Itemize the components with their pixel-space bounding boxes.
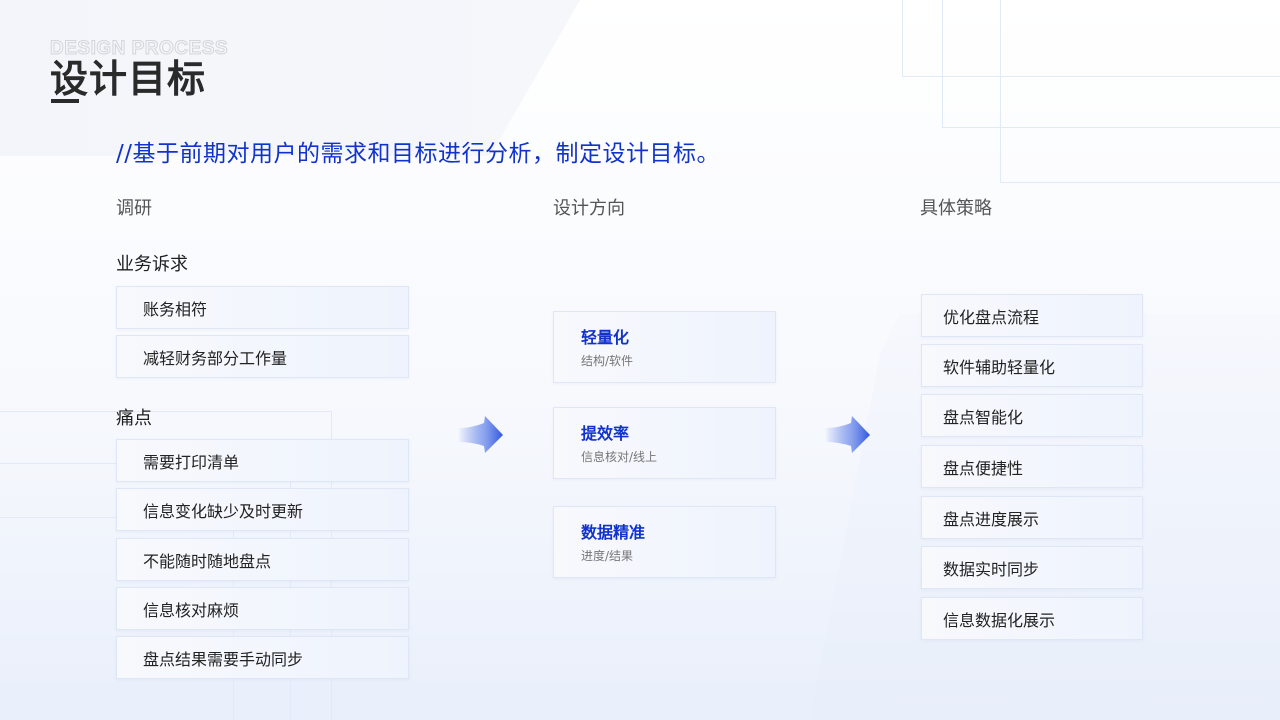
- strategy-card: 盘点进度展示: [921, 496, 1143, 539]
- pain-point-card: 不能随时随地盘点: [116, 538, 409, 581]
- strategy-label: 数据实时同步: [943, 559, 1040, 579]
- direction-title: 提效率: [581, 424, 630, 443]
- subtitle: //基于前期对用户的需求和目标进行分析，制定设计目标。: [116, 141, 720, 167]
- research-card: 账务相符: [116, 286, 409, 329]
- direction-card-efficiency: 提效率 信息核对/线上: [553, 407, 776, 479]
- direction-desc: 信息核对/线上: [581, 450, 658, 464]
- strategy-card: 盘点智能化: [921, 394, 1143, 437]
- pain-point-card: 信息核对麻烦: [116, 587, 409, 630]
- decorative-frame: [942, 0, 1280, 128]
- arrow-right-icon: [825, 416, 870, 453]
- decorative-frame: [1000, 0, 1280, 183]
- pain-point-label: 信息核对麻烦: [143, 600, 240, 620]
- strategy-label: 盘点进度展示: [943, 509, 1040, 529]
- strategy-label: 优化盘点流程: [943, 307, 1040, 327]
- strategy-card: 信息数据化展示: [921, 597, 1143, 640]
- direction-desc: 进度/结果: [581, 549, 634, 563]
- pain-point-card: 盘点结果需要手动同步: [116, 636, 409, 679]
- direction-card-lightweight: 轻量化 结构/软件: [553, 311, 776, 383]
- direction-title: 轻量化: [581, 328, 630, 347]
- pain-point-label: 需要打印清单: [143, 452, 240, 472]
- page-title: 设计目标: [50, 57, 207, 101]
- background-shape-top-left: [0, 0, 580, 156]
- pain-point-label: 不能随时随地盘点: [143, 551, 272, 571]
- strategy-card: 软件辅助轻量化: [921, 344, 1143, 387]
- strategy-label: 软件辅助轻量化: [943, 357, 1056, 377]
- strategy-card: 优化盘点流程: [921, 294, 1143, 337]
- column-heading-direction: 设计方向: [553, 198, 625, 219]
- direction-title: 数据精准: [581, 523, 646, 542]
- title-underline: [51, 99, 79, 103]
- column-heading-strategy: 具体策略: [920, 198, 992, 219]
- strategy-label: 信息数据化展示: [943, 610, 1056, 630]
- research-card-label: 减轻财务部分工作量: [143, 348, 288, 368]
- group-label-business-needs: 业务诉求: [116, 254, 188, 275]
- decorative-line: [0, 411, 331, 412]
- research-card: 减轻财务部分工作量: [116, 335, 409, 378]
- pain-point-label: 信息变化缺少及时更新: [143, 501, 304, 521]
- arrow-right-icon: [458, 416, 503, 453]
- pain-point-card: 信息变化缺少及时更新: [116, 488, 409, 531]
- strategy-label: 盘点智能化: [943, 407, 1024, 427]
- strategy-card: 盘点便捷性: [921, 445, 1143, 488]
- pain-point-card: 需要打印清单: [116, 439, 409, 482]
- column-heading-research: 调研: [116, 198, 152, 219]
- direction-desc: 结构/软件: [581, 354, 634, 368]
- direction-card-accuracy: 数据精准 进度/结果: [553, 506, 776, 578]
- research-card-label: 账务相符: [143, 299, 208, 319]
- strategy-card: 数据实时同步: [921, 546, 1143, 589]
- eyebrow-text: DESIGN PROCESS: [49, 38, 229, 60]
- strategy-label: 盘点便捷性: [943, 458, 1024, 478]
- pain-point-label: 盘点结果需要手动同步: [143, 649, 304, 669]
- group-label-pain-points: 痛点: [116, 408, 152, 429]
- decorative-frame: [902, 0, 1280, 77]
